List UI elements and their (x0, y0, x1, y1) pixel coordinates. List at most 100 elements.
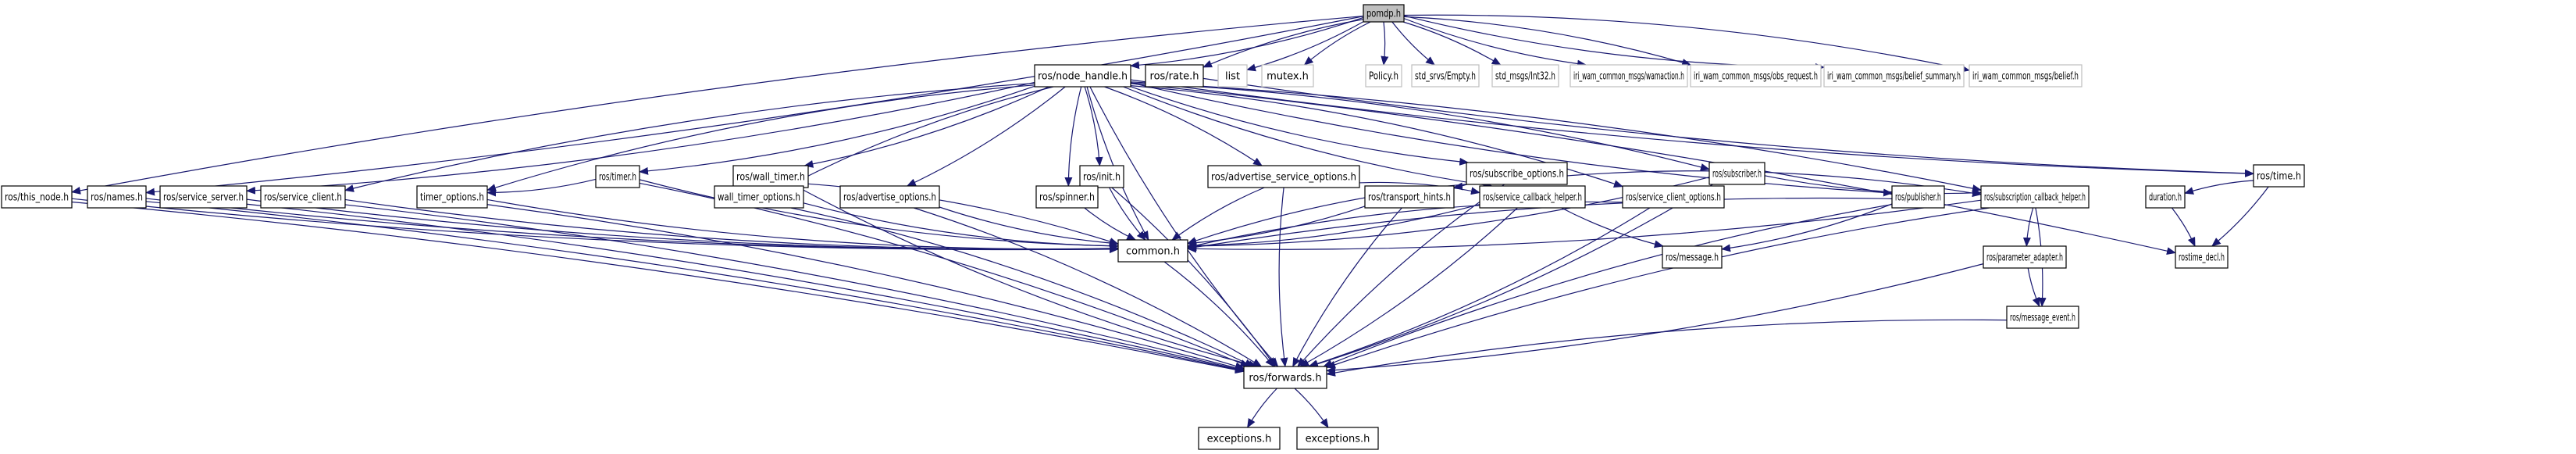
node-wamaction[interactable]: iri_wam_common_msgs/wamaction.h (1569, 64, 1688, 88)
node-box (159, 185, 248, 209)
edge-rate-to-time (1202, 77, 2254, 177)
node-srv-client-opts[interactable]: ros/service_client_options.h (1622, 185, 1725, 209)
edge-line (71, 201, 1245, 374)
node-publisher[interactable]: ros/publisher.h (1891, 185, 1945, 209)
node-empty[interactable]: std_srvs/Empty.h (1411, 64, 1480, 88)
node-box (1823, 64, 1965, 88)
node-names[interactable]: ros/names.h (87, 185, 147, 209)
edge-pomdp-to-obs_request (1403, 16, 1692, 66)
node-transport-hints[interactable]: ros/transport_hints.h (1364, 185, 1455, 209)
node-spinner[interactable]: ros/spinner.h (1035, 185, 1099, 209)
node-label: rostime_decl.h (2179, 252, 2225, 264)
node-duration[interactable]: duration.h (2145, 185, 2186, 209)
edge-names-to-forwards (145, 201, 1245, 374)
node-rate[interactable]: ros/rate.h (1145, 64, 1204, 88)
node-node-handle[interactable]: ros/node_handle.h (1034, 64, 1131, 88)
edge-init-to-forwards (1111, 187, 1276, 367)
node-time[interactable]: ros/time.h (2253, 164, 2305, 188)
node-common[interactable]: common.h (1117, 239, 1188, 263)
node-label: ros/publisher.h (1895, 192, 1941, 204)
edge-line (1084, 207, 1137, 241)
edge-line (1323, 203, 1893, 367)
node-box (1, 185, 73, 209)
node-list[interactable]: list (1217, 64, 1248, 88)
edge-line (1130, 86, 1470, 166)
edge-line (1403, 15, 1825, 72)
edge-line (1064, 86, 1082, 187)
node-pomdp[interactable]: pomdp.h (1363, 4, 1405, 23)
edge-node_handle-to-service_client (344, 82, 1035, 192)
edge-sub_cb_helper-to-param_adapter (2022, 207, 2034, 247)
edge-line (1130, 82, 1893, 197)
node-wall-timer-options[interactable]: wall_timer_options.h (714, 185, 804, 209)
edge-line (1084, 86, 1103, 166)
node-box (1980, 185, 2090, 209)
edge-line (344, 198, 1119, 253)
edge-srv_client_opts-to-forwards (1308, 207, 1651, 368)
node-int32[interactable]: std_msgs/Int32.h (1491, 64, 1559, 88)
node-init[interactable]: ros/init.h (1079, 165, 1124, 188)
edge-line (1278, 187, 1288, 367)
node-subscriber[interactable]: ros/subscriber.h (1708, 162, 1765, 185)
node-obs-request[interactable]: iri_wam_common_msgs/obs_request.h (1690, 64, 1822, 88)
edge-node_handle-to-adv_srv_opts (1104, 86, 1263, 166)
edge-node_handle-to-timer (639, 85, 1035, 175)
node-sub-cb-helper[interactable]: ros/subscription_callback_helper.h (1980, 185, 2090, 209)
node-exceptions1[interactable]: exceptions.h (1198, 427, 1281, 450)
edge-srv_client_opts-to-common (1187, 201, 1623, 249)
node-box (1411, 64, 1480, 88)
edge-adv_opts-to-common (939, 206, 1119, 247)
node-mutex[interactable]: mutex.h (1261, 64, 1314, 88)
edge-line (1359, 181, 1480, 195)
node-box (1261, 64, 1314, 88)
node-this-node[interactable]: ros/this_node.h (1, 185, 73, 209)
node-exceptions2[interactable]: exceptions.h (1296, 427, 1379, 450)
edge-spinner-to-common (1084, 207, 1137, 241)
edge-line (1292, 207, 1402, 367)
edge-node_handle-to-wall_timer_options (787, 86, 1054, 187)
node-srv-cb-helper[interactable]: ros/service_callback_helper.h (1479, 185, 1586, 209)
node-box (839, 185, 940, 209)
node-adv-opts[interactable]: ros/advertise_options.h (839, 185, 940, 209)
node-message[interactable]: ros/message.h (1662, 245, 1723, 269)
node-rostime-decl[interactable]: rostime_decl.h (2175, 245, 2229, 269)
edge-line (2171, 207, 2196, 247)
node-timer[interactable]: ros/timer.h (595, 165, 640, 188)
node-service-client[interactable]: ros/service_client.h (260, 185, 346, 209)
edge-pomdp-to-this_node (71, 15, 1364, 195)
node-wall-timer[interactable]: ros/wall_timer.h (732, 165, 809, 188)
edge-line (71, 15, 1364, 195)
node-box (1364, 185, 1455, 209)
edge-pomdp-to-names (145, 16, 1364, 196)
node-forwards[interactable]: ros/forwards.h (1243, 366, 1327, 389)
node-belief-summary[interactable]: iri_wam_common_msgs/belief_summary.h (1823, 64, 1965, 88)
edge-line (486, 204, 1245, 370)
node-label: ros/advertise_service_options.h (1211, 172, 1356, 184)
edge-time-to-rostime_decl (2211, 186, 2269, 247)
node-adv-srv-opts[interactable]: ros/advertise_service_options.h (1207, 165, 1360, 188)
node-service-server[interactable]: ros/service_server.h (159, 185, 248, 209)
edge-line (1308, 207, 1651, 368)
node-sub-opts[interactable]: ros/subscribe_options.h (1466, 162, 1568, 185)
edge-line (246, 203, 1245, 373)
edge-line (1163, 261, 1274, 367)
node-box (1079, 165, 1124, 188)
edge-node_handle-to-sub_cb_helper (1130, 81, 1982, 192)
edge-sub_cb_helper-to-common (1187, 199, 1982, 253)
edge-transport_hints-to-common (1187, 206, 1366, 247)
edge-line (1326, 263, 1984, 374)
node-belief[interactable]: iri_wam_common_msgs/belief.h (1969, 64, 2083, 88)
node-label: ros/service_server.h (163, 192, 244, 204)
node-message-event[interactable]: ros/message_event.h (2006, 306, 2079, 329)
node-policy[interactable]: Policy.h (1365, 64, 1402, 88)
node-param-adapter[interactable]: ros/parameter_adapter.h (1983, 245, 2067, 269)
node-timer-options[interactable]: timer_options.h (416, 185, 488, 209)
node-label: ros/subscribe_options.h (1470, 169, 1564, 181)
edge-line (1309, 184, 1713, 368)
edge-transport_hints-to-forwards (1292, 207, 1402, 367)
edge-line (939, 206, 1119, 247)
node-label: ros/init.h (1083, 172, 1121, 184)
node-label: iri_wam_common_msgs/belief_summary.h (1827, 71, 1961, 83)
node-box (2253, 164, 2305, 188)
